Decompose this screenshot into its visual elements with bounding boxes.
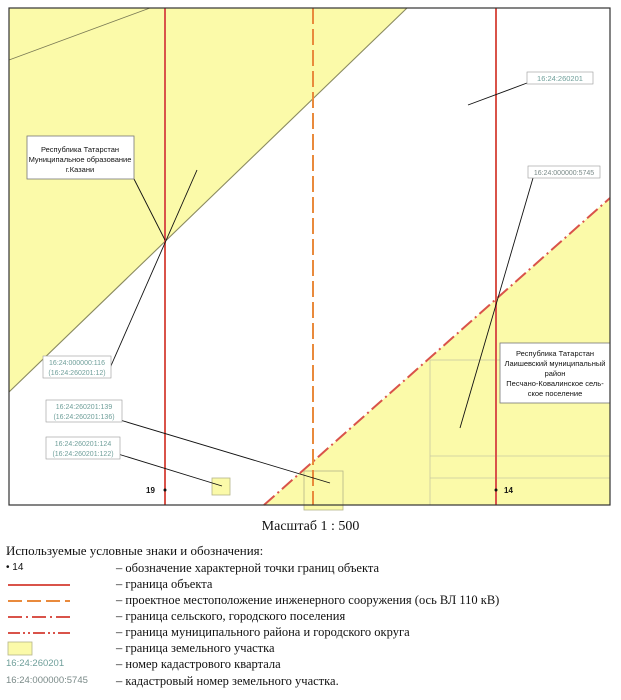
- parcel-124-label-1: 16:24:260201:124: [55, 441, 112, 448]
- map-frame: [8, 7, 611, 506]
- point-19-marker: [163, 488, 167, 492]
- parcel-139-label-1: 16:24:260201:139: [56, 404, 113, 411]
- legend-symbol-quarter-text: 16:24:260201: [6, 658, 65, 669]
- point-14-label: 14: [504, 486, 513, 495]
- region-right-line-3: район: [545, 369, 566, 378]
- legend-symbol-dashdotdot-red: [8, 632, 70, 634]
- legend-text-quarter-number: – номер кадастрового квартала: [116, 657, 281, 671]
- legend-title: Используемые условные знаки и обозначени…: [6, 543, 264, 558]
- region-left-line-3: г.Казани: [66, 165, 94, 174]
- point-19-label: 19: [146, 486, 155, 495]
- municipal-boundary-line: [8, 7, 408, 393]
- settlement-boundary-line: [263, 197, 611, 506]
- legend-text-object-boundary: – граница объекта: [116, 577, 213, 591]
- legend-row-power-line: – проектное местоположение инженерного с…: [6, 592, 616, 609]
- legend-symbol-solid-red: [8, 584, 70, 586]
- legend-row-object-boundary: – граница объекта: [6, 576, 616, 593]
- legend-row-parcel-number: 16:24:000000:5745 – кадастровый номер зе…: [6, 673, 616, 690]
- region-right-line-5: ское поселение: [528, 389, 583, 398]
- parcel-124-label-2: (16:24:260201:122): [52, 451, 113, 458]
- legend-row-point: • 14 – обозначение характерной точки гра…: [6, 560, 616, 577]
- region-right-line-1: Республика Татарстан: [516, 349, 594, 358]
- legend-symbol-dashed-orange: [8, 600, 70, 602]
- parcel-116-label-1: 16:24:000000:116: [49, 360, 105, 367]
- legend-text-parcel-number: – кадастровый номер земельного участка.: [116, 674, 339, 688]
- legend-text-district-boundary: – граница муниципального района и городс…: [116, 625, 410, 639]
- legend-symbol-yellow-box: [7, 641, 33, 656]
- legend-row-district-boundary: – граница муниципального района и городс…: [6, 624, 616, 641]
- legend-symbol-parcel-text: 16:24:000000:5745: [6, 675, 88, 686]
- region-left-line-2: Муниципальное образование: [29, 155, 132, 164]
- cadastral-map: Республика Татарстан Муниципальное образ…: [8, 7, 611, 511]
- parcel-5745-label: 16:24:000000:5745: [534, 170, 594, 177]
- quarter-number-label: 16:24:260201: [537, 74, 583, 83]
- legend-row-land-parcel: – граница земельного участка: [6, 640, 616, 657]
- region-left-line-1: Республика Татарстан: [41, 145, 119, 154]
- legend-text-land-parcel: – граница земельного участка: [116, 641, 275, 655]
- region-right-line-4: Песчано-Ковалинское сель-: [506, 379, 604, 388]
- legend-symbol-dashdot-red: [8, 616, 70, 618]
- scale-caption: Масштаб 1 : 500: [261, 519, 360, 534]
- legend-row-settlement-boundary: – граница сельского, городского поселени…: [6, 608, 616, 625]
- legend-text-settlement-boundary: – граница сельского, городского поселени…: [116, 609, 346, 623]
- parcel-116-label-2: (16:24:260201:12): [48, 370, 105, 377]
- region-right-line-2: Лаишевский муниципальный: [505, 359, 606, 368]
- legend-symbol-point: • 14: [6, 562, 24, 573]
- parcel-124-box: [211, 477, 231, 496]
- point-14-marker: [494, 488, 498, 492]
- legend-text-power-line: – проектное местоположение инженерного с…: [116, 593, 500, 607]
- parcel-139-label-2: (16:24:260201:136): [53, 414, 114, 421]
- legend-row-quarter-number: 16:24:260201 – номер кадастрового кварта…: [6, 656, 616, 673]
- legend-text-point: – обозначение характерной точки границ о…: [116, 561, 380, 575]
